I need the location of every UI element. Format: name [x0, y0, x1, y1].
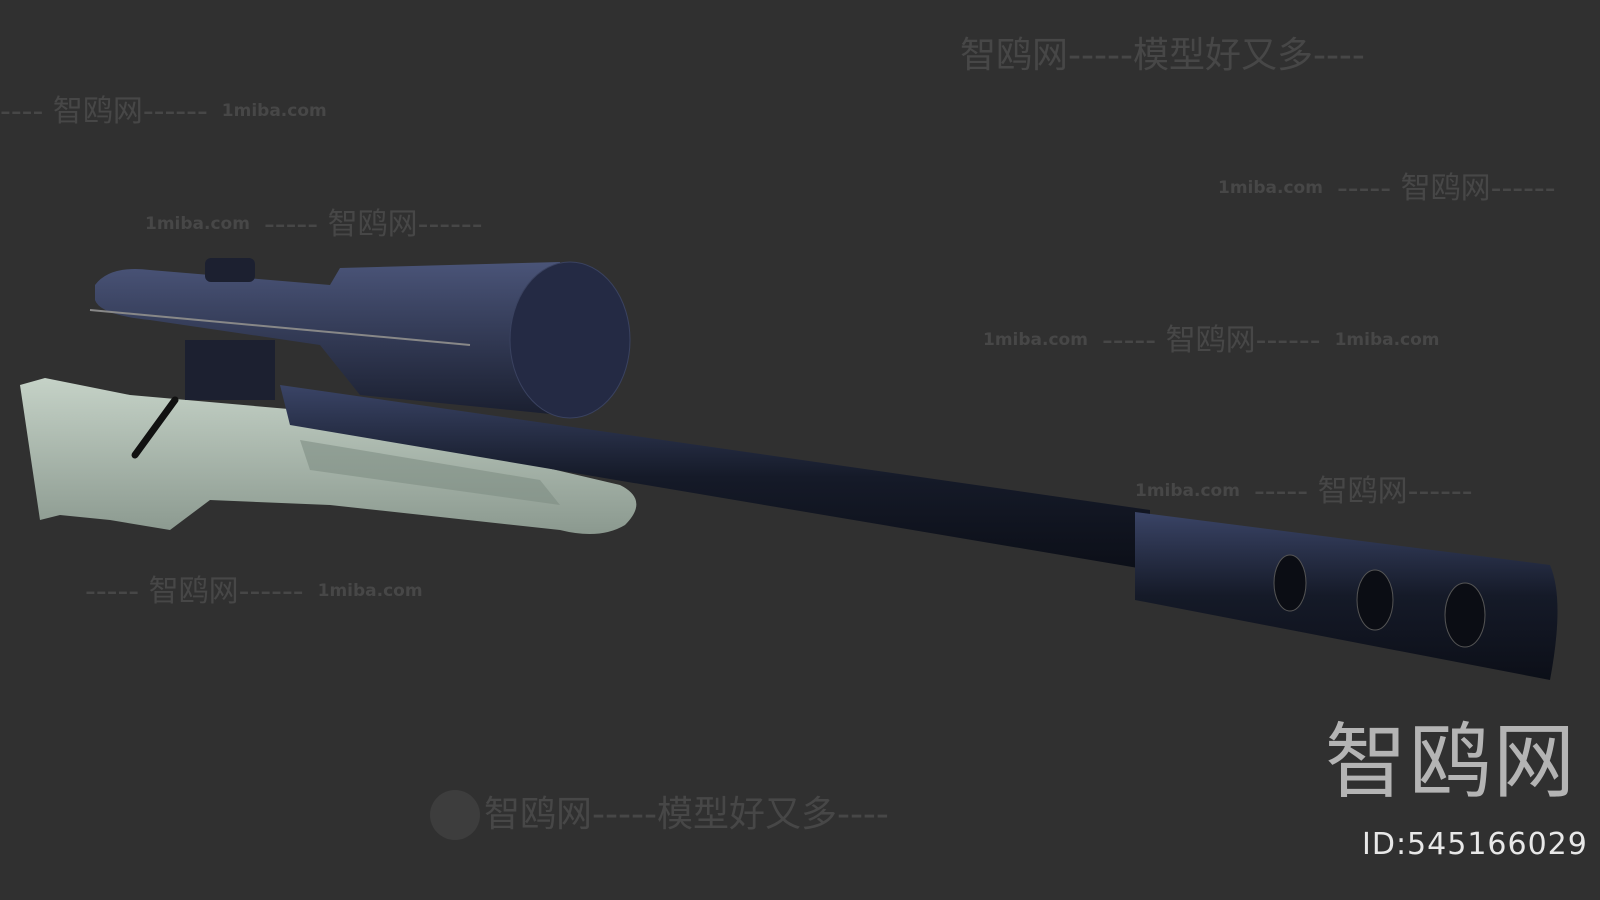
watermark-bottom-row: 智鸥网-----模型好又多---- — [430, 790, 889, 840]
watermark-site: 1miba.com — [1334, 330, 1440, 351]
watermark-row: 1miba.com ----- 智鸥网------ 1miba.com — [983, 324, 1440, 357]
scope-mount — [185, 340, 275, 400]
watermark-brand: ----- 智鸥网------ — [1101, 323, 1321, 358]
id-label: ID:545166029 — [1362, 827, 1588, 862]
muzzle-port — [1356, 569, 1394, 631]
watermark-row: 1miba.com ----- 智鸥网------ — [1135, 475, 1473, 508]
watermark-site: 1miba.com — [983, 330, 1088, 351]
rifle-scope — [89, 258, 631, 419]
watermark-top: 智鸥网-----模型好又多---- — [960, 35, 1365, 76]
scope-turret — [205, 258, 255, 282]
watermark-site: 1miba.com — [221, 101, 327, 122]
bolt-handle — [131, 396, 179, 459]
watermark-row: 1miba.com ----- 智鸥网------ — [1218, 172, 1556, 205]
watermark-brand: ----- 智鸥网------ — [85, 574, 304, 609]
watermark-left-brand: ---- 智鸥网------ — [0, 94, 208, 129]
watermark-row: ---- 智鸥网------ 1miba.com — [0, 95, 327, 128]
watermark-site: 1miba.com — [1218, 178, 1323, 199]
rifle-barrel — [280, 385, 1558, 680]
watermark-row: 1miba.com ----- 智鸥网------ — [145, 208, 483, 241]
muzzle-port — [1273, 554, 1307, 612]
watermark-site: 1miba.com — [317, 581, 423, 602]
muzzle-port — [1444, 582, 1486, 648]
watermark-brand: ----- 智鸥网------ — [1253, 474, 1473, 509]
watermark-brand: ----- 智鸥网------ — [1336, 171, 1556, 206]
watermark-site: 1miba.com — [145, 214, 250, 235]
watermark-row: ----- 智鸥网------ 1miba.com — [85, 575, 423, 608]
watermark-site: 1miba.com — [1135, 481, 1240, 502]
bird-logo-icon — [430, 790, 480, 840]
brand-logo: 智鸥网 — [1325, 715, 1578, 810]
watermark-brand: ----- 智鸥网------ — [263, 207, 483, 242]
watermark-bottom: 智鸥网-----模型好又多---- — [484, 794, 889, 836]
rifle-stock — [20, 378, 637, 534]
